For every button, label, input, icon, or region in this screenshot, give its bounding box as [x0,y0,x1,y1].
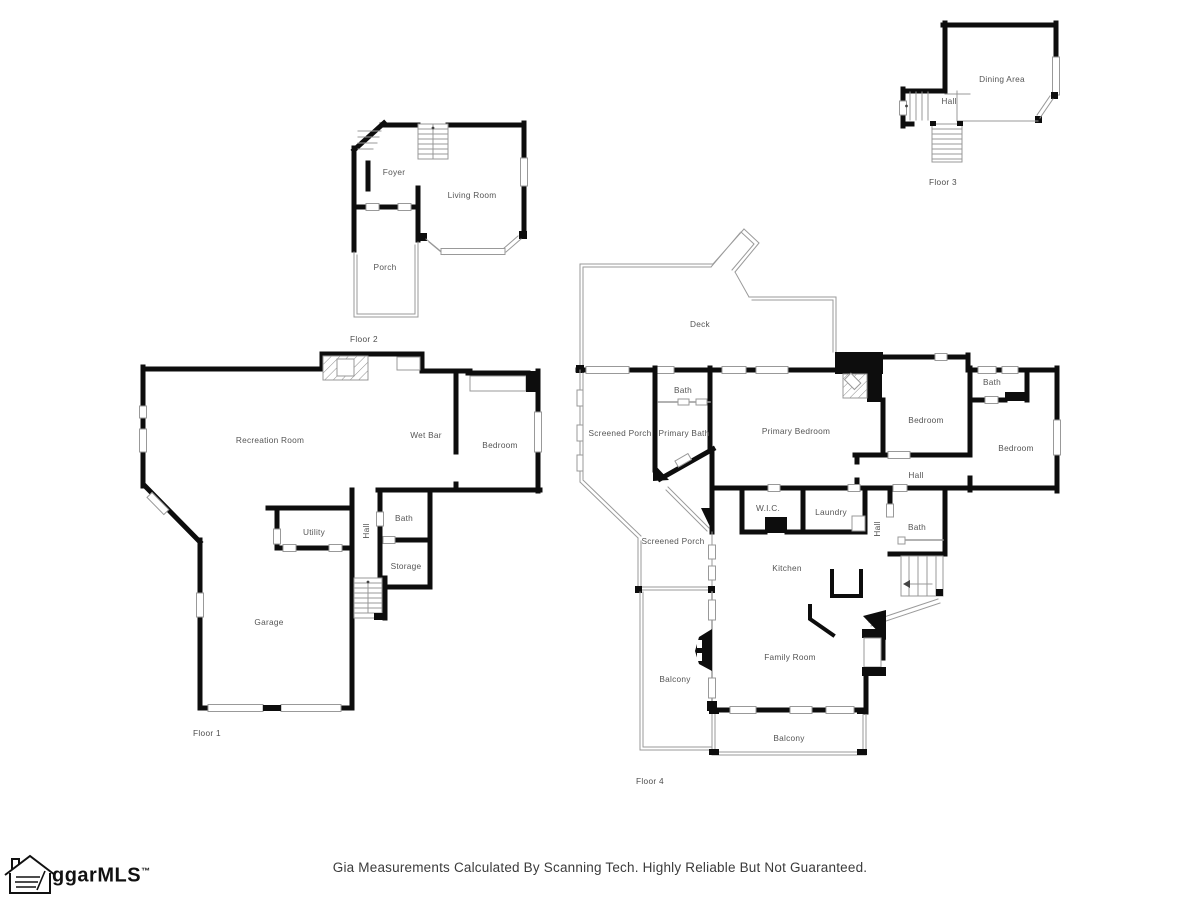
floor-4-plan [575,228,1061,756]
trademark-symbol: ™ [141,866,151,877]
floor-3-plan [899,20,1060,163]
disclaimer-text: Gia Measurements Calculated By Scanning … [332,860,868,875]
floor-2-plan [350,119,528,318]
mls-logo: ggarMLS™ [52,852,151,896]
mls-logo-text: ggarMLS™ [52,865,151,887]
house-icon [4,854,56,894]
floor-1-plan [139,351,543,712]
